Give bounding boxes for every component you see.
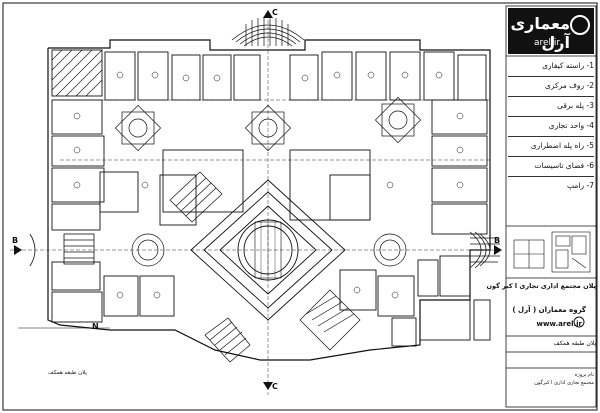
axis-label-c-top: C [272, 8, 278, 17]
north-label: N [92, 322, 99, 331]
footer-project: مجتمع تجاری اداری ا کبرگون [534, 380, 594, 386]
legend-divider [508, 96, 594, 97]
axis-label-b-right: B [494, 236, 501, 245]
key-section-thumbnail [513, 239, 545, 269]
legend-divider [508, 156, 594, 157]
brand-mark-icon [570, 15, 590, 35]
brand-site: arel.ir [534, 38, 561, 48]
left-entrance [29, 233, 95, 267]
studio-logo-mark [573, 316, 585, 328]
grid-lines [10, 14, 500, 395]
legend-item: 7- رامپ [567, 181, 594, 190]
legend-divider [508, 116, 594, 117]
brand-logo: معماری آرل arel.ir [508, 8, 594, 54]
legend-item: 4- واحد تجاری [548, 121, 594, 130]
studio-name: گروه معماران ( آرل ) [512, 306, 586, 314]
escalator-lower [299, 289, 361, 351]
top-shops [104, 51, 487, 101]
escalator-upper [169, 171, 223, 223]
axis-label-b-left: B [12, 236, 19, 245]
skylight-motifs [114, 96, 422, 267]
top-entrance-stair [231, 17, 305, 47]
legend-item: 5- راه پله اضطراری [530, 141, 594, 150]
legend-item: 2- روف مرکزی [544, 81, 594, 90]
legend-divider [508, 176, 594, 177]
legend-divider [508, 136, 594, 137]
legend-item: 1- راسته کیفاری [542, 61, 594, 70]
project-title: پلان مجتمع اداری تجاری ا کبر گون [486, 282, 596, 290]
axis-markers [14, 10, 502, 390]
room-tags [73, 71, 464, 299]
sheet-title: پلان طبقه همکف [553, 340, 596, 347]
title-block-lines [506, 55, 596, 369]
brand-name: معماری آرل [510, 14, 570, 52]
right-shops [339, 99, 488, 347]
left-shops [51, 99, 175, 323]
studio-url: www.arel.ir [536, 320, 582, 328]
axis-label-c-bottom: C [272, 382, 278, 391]
legend-item: 3- پله برقی [557, 101, 594, 110]
bottom-right-shops [419, 299, 491, 341]
right-entrance [469, 231, 500, 269]
legend-divider [508, 76, 594, 77]
drawing-caption: پلان طبقه همکف [48, 370, 87, 376]
title-column [505, 5, 597, 408]
footer-label: نام پروژه [574, 372, 594, 378]
hatched-stair-top-left [51, 49, 103, 97]
key-plan-thumbnail [551, 231, 591, 273]
legend-item: 6- فضای تاسیسات [534, 161, 594, 170]
bottom-left-stair [204, 317, 251, 363]
central-atrium [190, 179, 346, 321]
inner-blocks [159, 149, 371, 226]
